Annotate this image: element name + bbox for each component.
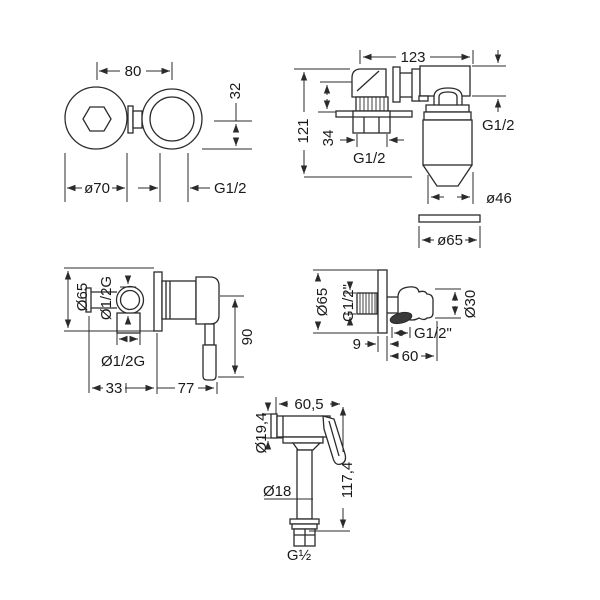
left-knob-circle [64, 86, 128, 150]
head-shoulder [291, 442, 322, 451]
dim-label-g12-inlet: G1/2 [353, 150, 386, 167]
dim-label-o70: ø70 [84, 180, 110, 197]
valve-front-view: 80 32 ø70 G1/2 [64, 62, 252, 202]
wall-plate [377, 269, 388, 334]
dim-label-121: 121 [295, 118, 312, 143]
hex-nut [352, 110, 391, 134]
connector-bar [127, 105, 134, 134]
connector-flange [289, 518, 320, 525]
head-step [282, 436, 324, 444]
mixer-side-view: Ø65 Ø1/2G Ø1/2G 90 33 77 [64, 267, 256, 397]
holder-tab [418, 95, 429, 102]
dim-label-o194: Ø19,4 [253, 413, 270, 454]
dim-label-90: 90 [239, 329, 256, 346]
dim-label-80: 80 [125, 63, 142, 80]
handle-ring [423, 111, 472, 121]
dim-label-o18: Ø18 [263, 483, 291, 500]
holder-fork-inner [438, 91, 458, 107]
right-knob-inner-circle [149, 96, 195, 142]
wall-flange [153, 271, 163, 332]
dim-label-o12g-outlet: Ø1/2G [101, 353, 145, 370]
right-knob-circle [141, 88, 203, 150]
dim-label-605: 60,5 [294, 396, 323, 413]
dim-label-g12-wall-outlet: G1/2" [414, 325, 452, 342]
dim-label-60: 60 [402, 348, 419, 365]
dim-label-34: 34 [320, 130, 337, 147]
dim-label-o30: Ø30 [462, 290, 479, 318]
handle-grip [202, 344, 217, 381]
dim-label-o65-base: ø65 [437, 232, 463, 249]
dim-label-g12-holder: G1/2 [482, 117, 515, 134]
dim-label-9: 9 [353, 336, 361, 353]
sprayer-tube [296, 449, 313, 520]
connector-block [132, 110, 143, 129]
dim-label-o65-mixer: Ø65 [74, 283, 91, 311]
elbow-body [351, 68, 387, 98]
handle-cylinder [422, 119, 473, 166]
sprayer-head [276, 415, 331, 438]
handle-ring-top [425, 104, 470, 113]
inlet-stub-cap [85, 287, 92, 313]
valve-cap [195, 276, 220, 325]
dim-label-o65-outlet: Ø65 [314, 288, 331, 316]
dim-label-32: 32 [227, 83, 244, 100]
connector-ring [291, 523, 318, 530]
dim-label-g12-wall-inlet: G1/2" [340, 284, 357, 322]
wall-outlet-view: Ø65 G1/2" Ø30 G1/2" 9 60 [313, 269, 479, 365]
nozzle-cap [270, 413, 278, 439]
dim-label-o46: ø46 [486, 190, 512, 207]
holder-fork [433, 87, 463, 108]
outlet-spout [389, 311, 413, 325]
valve-body [161, 280, 197, 320]
dim-label-g12-sprayer: G½ [287, 547, 312, 564]
pipe-ring-1 [392, 66, 401, 103]
handle-neck [204, 323, 215, 346]
handle-cone [422, 164, 473, 187]
dim-label-g12: G1/2 [214, 180, 247, 197]
dim-label-33: 33 [106, 380, 123, 397]
dim-label-77: 77 [178, 380, 195, 397]
dim-label-o12g-inlet: Ø1/2G [98, 276, 115, 320]
dim-label-1174: 117,4 [339, 462, 356, 498]
hex-socket [82, 106, 112, 132]
dim-label-123: 123 [400, 49, 425, 66]
hand-sprayer-view: 60,5 Ø19,4 Ø18 117,4 G½ [253, 396, 356, 564]
inlet-port-inner [119, 289, 141, 311]
base-disc [418, 214, 481, 223]
elbow-unit-view: 123 121 34 G1/2 G1/2 ø46 [294, 49, 515, 249]
